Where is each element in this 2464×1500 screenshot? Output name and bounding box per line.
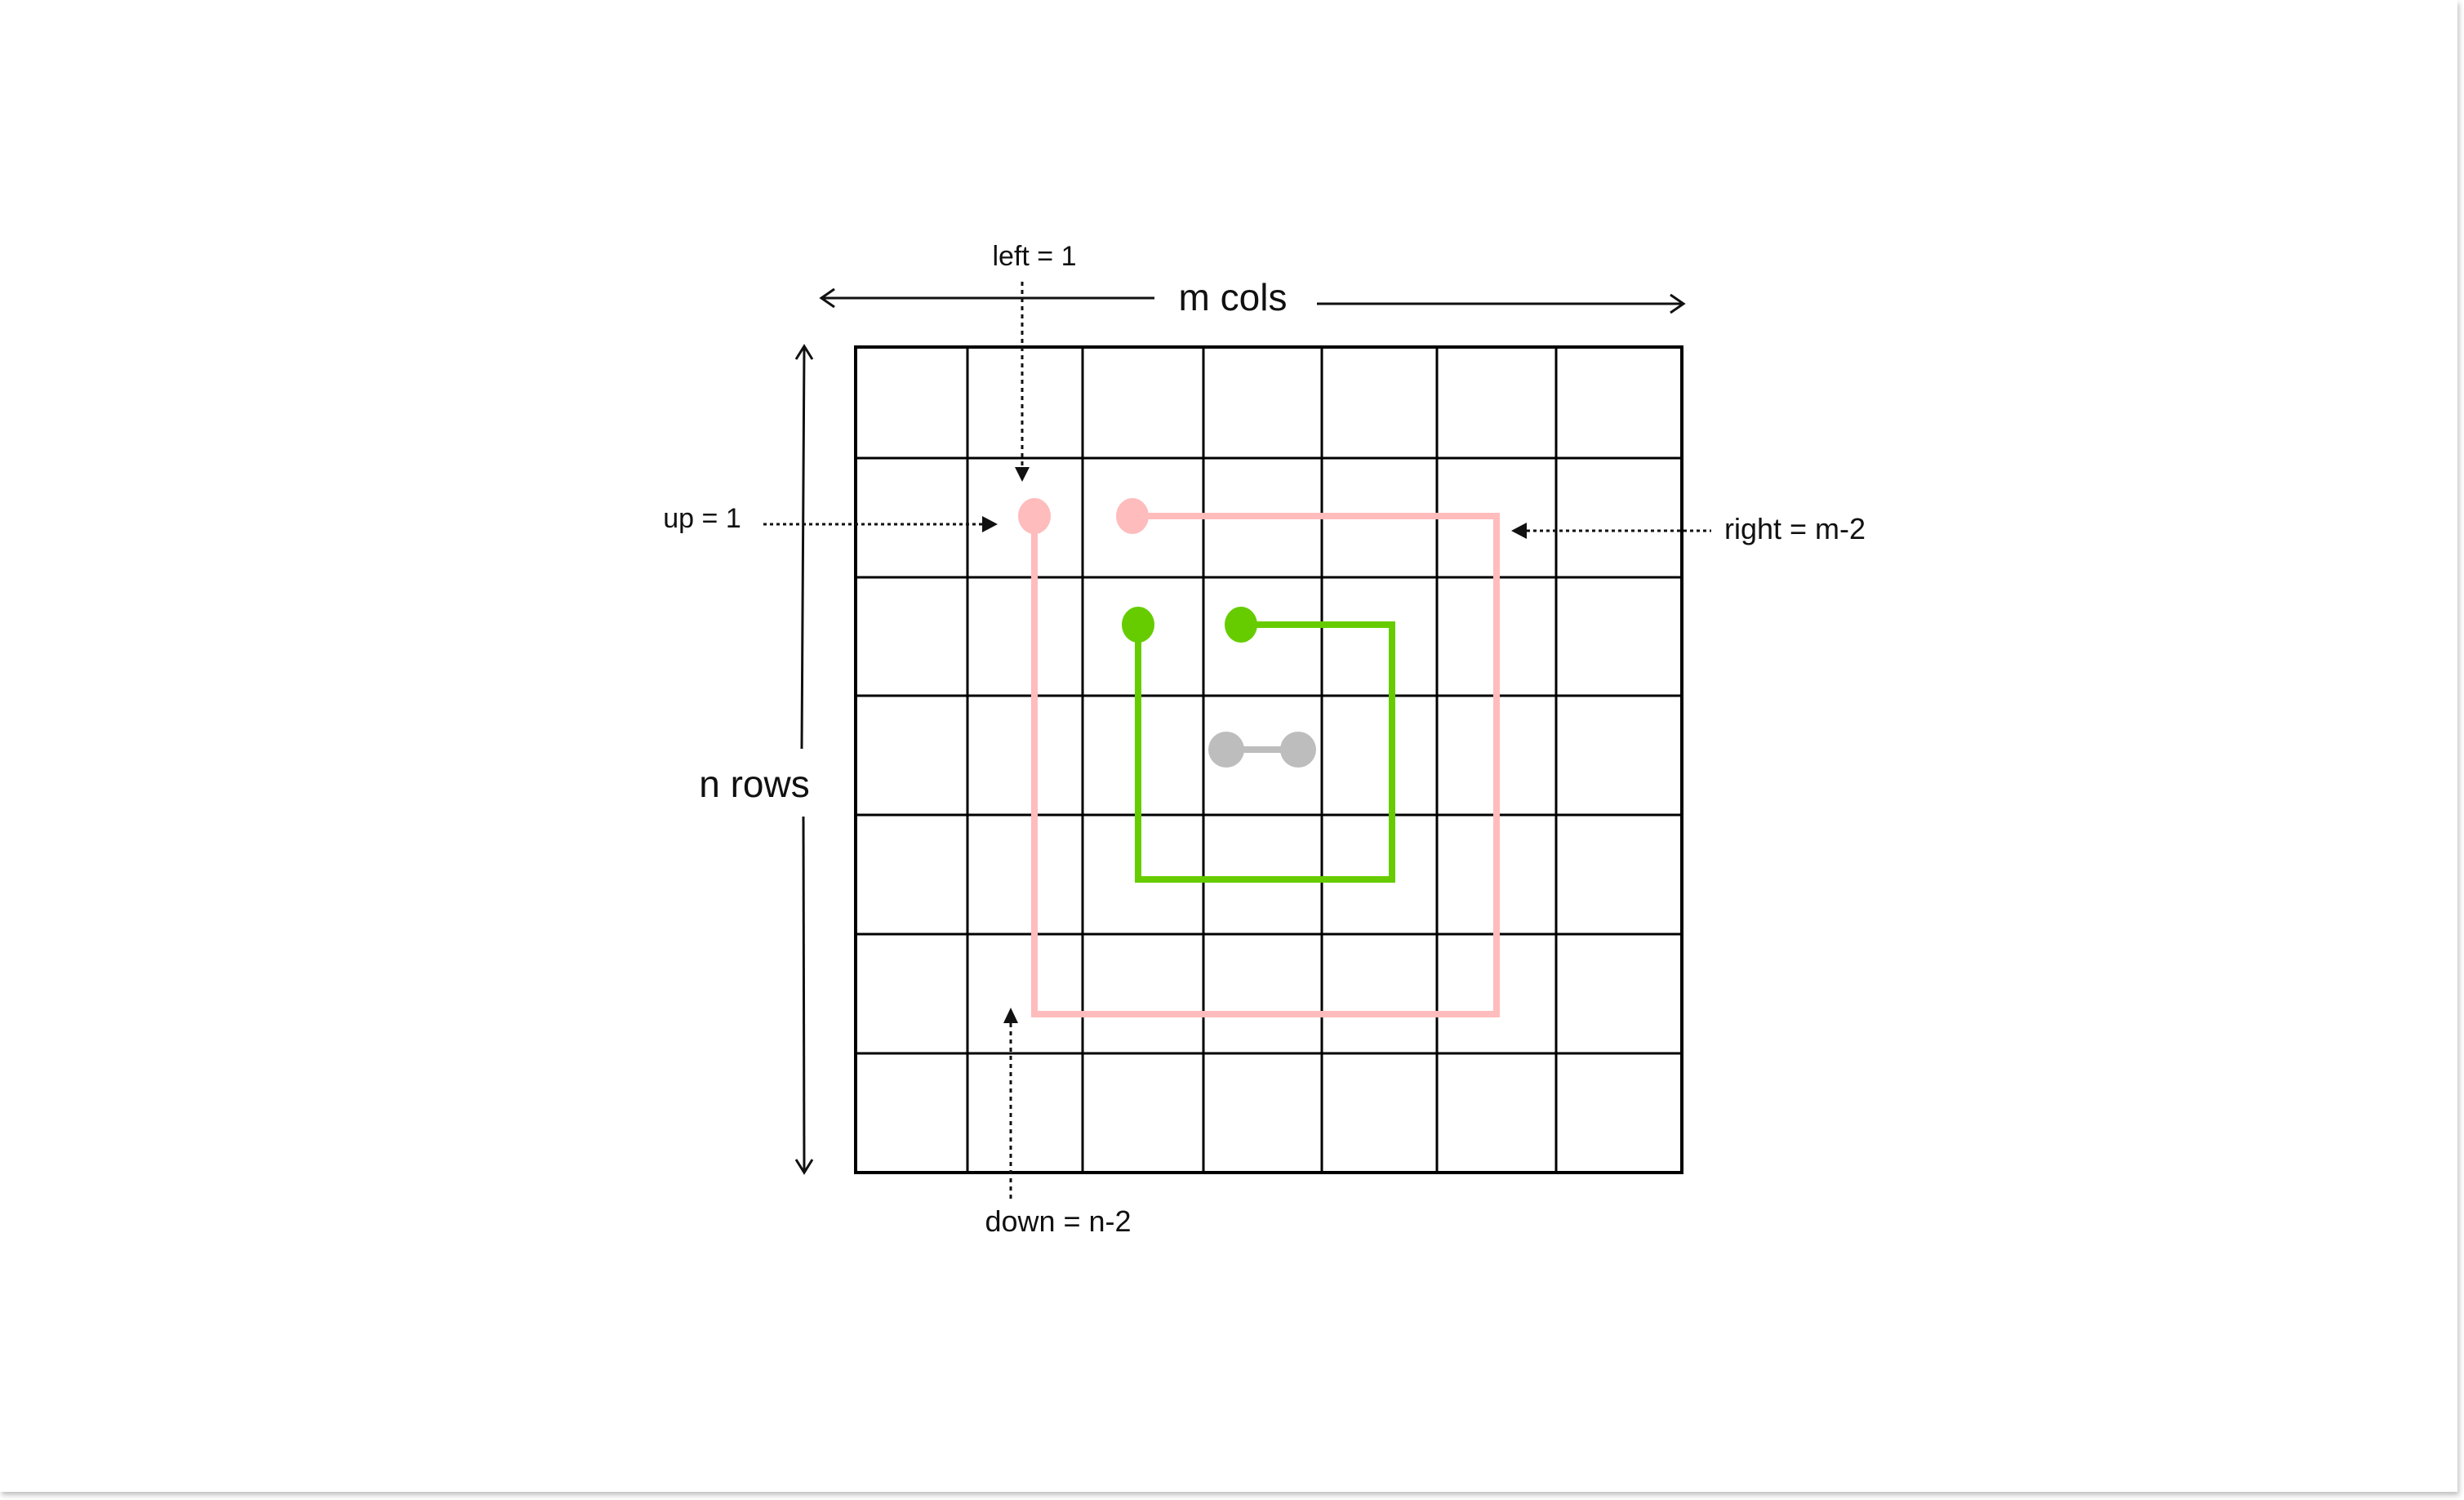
middle-layer-path xyxy=(1122,607,1395,883)
inner-end-dot xyxy=(1280,732,1316,768)
up-annotation-arrow xyxy=(763,516,998,532)
down-label: down = n-2 xyxy=(985,1204,1131,1238)
left-annotation-arrow xyxy=(1015,282,1030,482)
outer-second-dot xyxy=(1116,498,1149,534)
rows-label: n rows xyxy=(699,763,809,805)
right-annotation-arrow xyxy=(1511,523,1711,539)
down-annotation-arrow xyxy=(1003,1008,1018,1200)
rows-dimension-arrow xyxy=(794,344,814,1175)
inner-layer-path xyxy=(1208,732,1316,768)
matrix-grid xyxy=(854,345,1683,1174)
outer-start-dot xyxy=(1018,498,1051,534)
cols-label: m cols xyxy=(1179,276,1288,318)
inner-start-dot xyxy=(1208,732,1244,768)
left-label: left = 1 xyxy=(992,241,1076,272)
outer-layer-path xyxy=(1018,498,1500,1017)
middle-second-dot xyxy=(1225,607,1257,643)
up-label: up = 1 xyxy=(663,503,741,534)
cols-dimension-arrow xyxy=(819,287,1686,314)
right-label: right = m-2 xyxy=(1724,512,1866,545)
middle-start-dot xyxy=(1122,607,1154,643)
